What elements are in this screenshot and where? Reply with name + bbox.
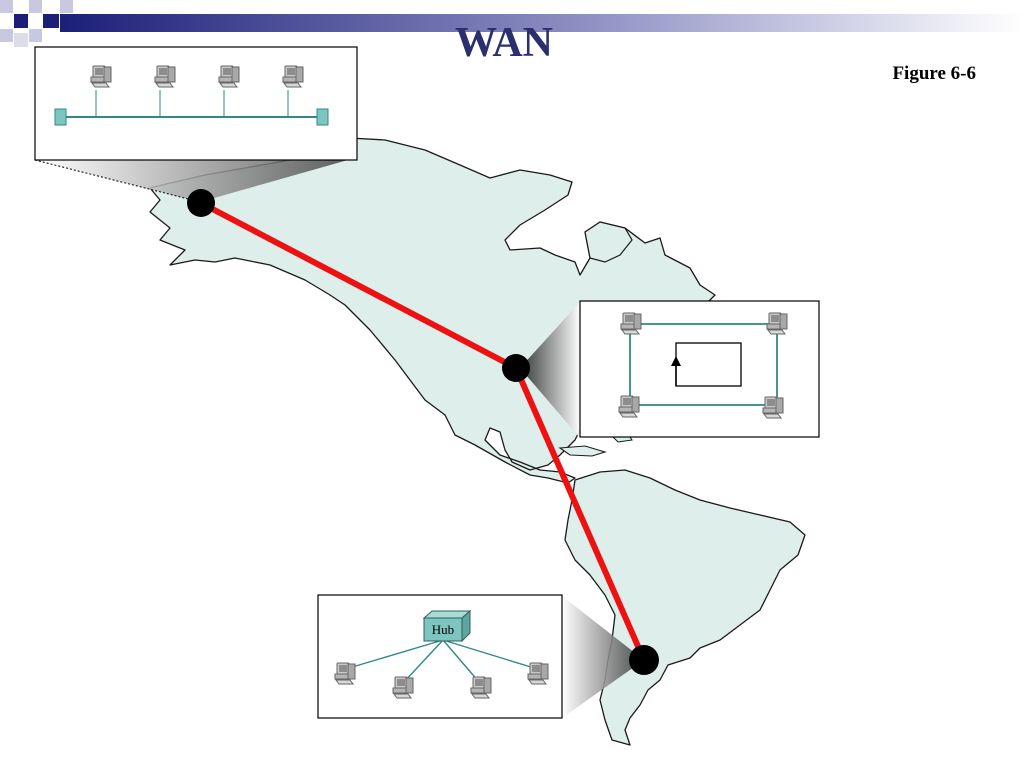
slide-decoration: [0, 0, 1024, 47]
figure-label: Figure 6-6: [892, 63, 976, 84]
bus-terminator: [316, 108, 329, 126]
northern-island: [584, 221, 633, 263]
bus-callout-beam: [35, 158, 355, 202]
wan-node-south-america: [629, 645, 659, 675]
deco-square: [14, 14, 28, 28]
deco-square: [29, 0, 42, 13]
south-america-landmass: [564, 469, 806, 746]
bus-terminator: [54, 108, 67, 126]
hub-icon: Hub: [422, 609, 472, 643]
ring-callout-beam: [520, 302, 580, 438]
wan-node-north-america: [502, 354, 530, 382]
ring-topology-lan: [579, 300, 820, 438]
star-callout-beam: [562, 596, 644, 718]
deco-square: [14, 33, 28, 47]
deco-square: [60, 0, 73, 13]
wan-node-alaska: [187, 189, 215, 217]
deco-square: [0, 0, 13, 13]
slide-title: WAN: [454, 20, 553, 66]
star-topology-lan: Hub: [317, 594, 563, 719]
arrow-up-icon: [671, 356, 681, 366]
caribbean-island: [558, 445, 607, 457]
deco-square: [43, 14, 59, 28]
ring-cable: [629, 323, 778, 406]
deco-square: [29, 29, 42, 42]
deco-square: [0, 29, 13, 42]
header-gradient-bar: [60, 14, 1024, 32]
bus-topology-lan: [34, 46, 358, 161]
hub-label: Hub: [432, 622, 454, 637]
